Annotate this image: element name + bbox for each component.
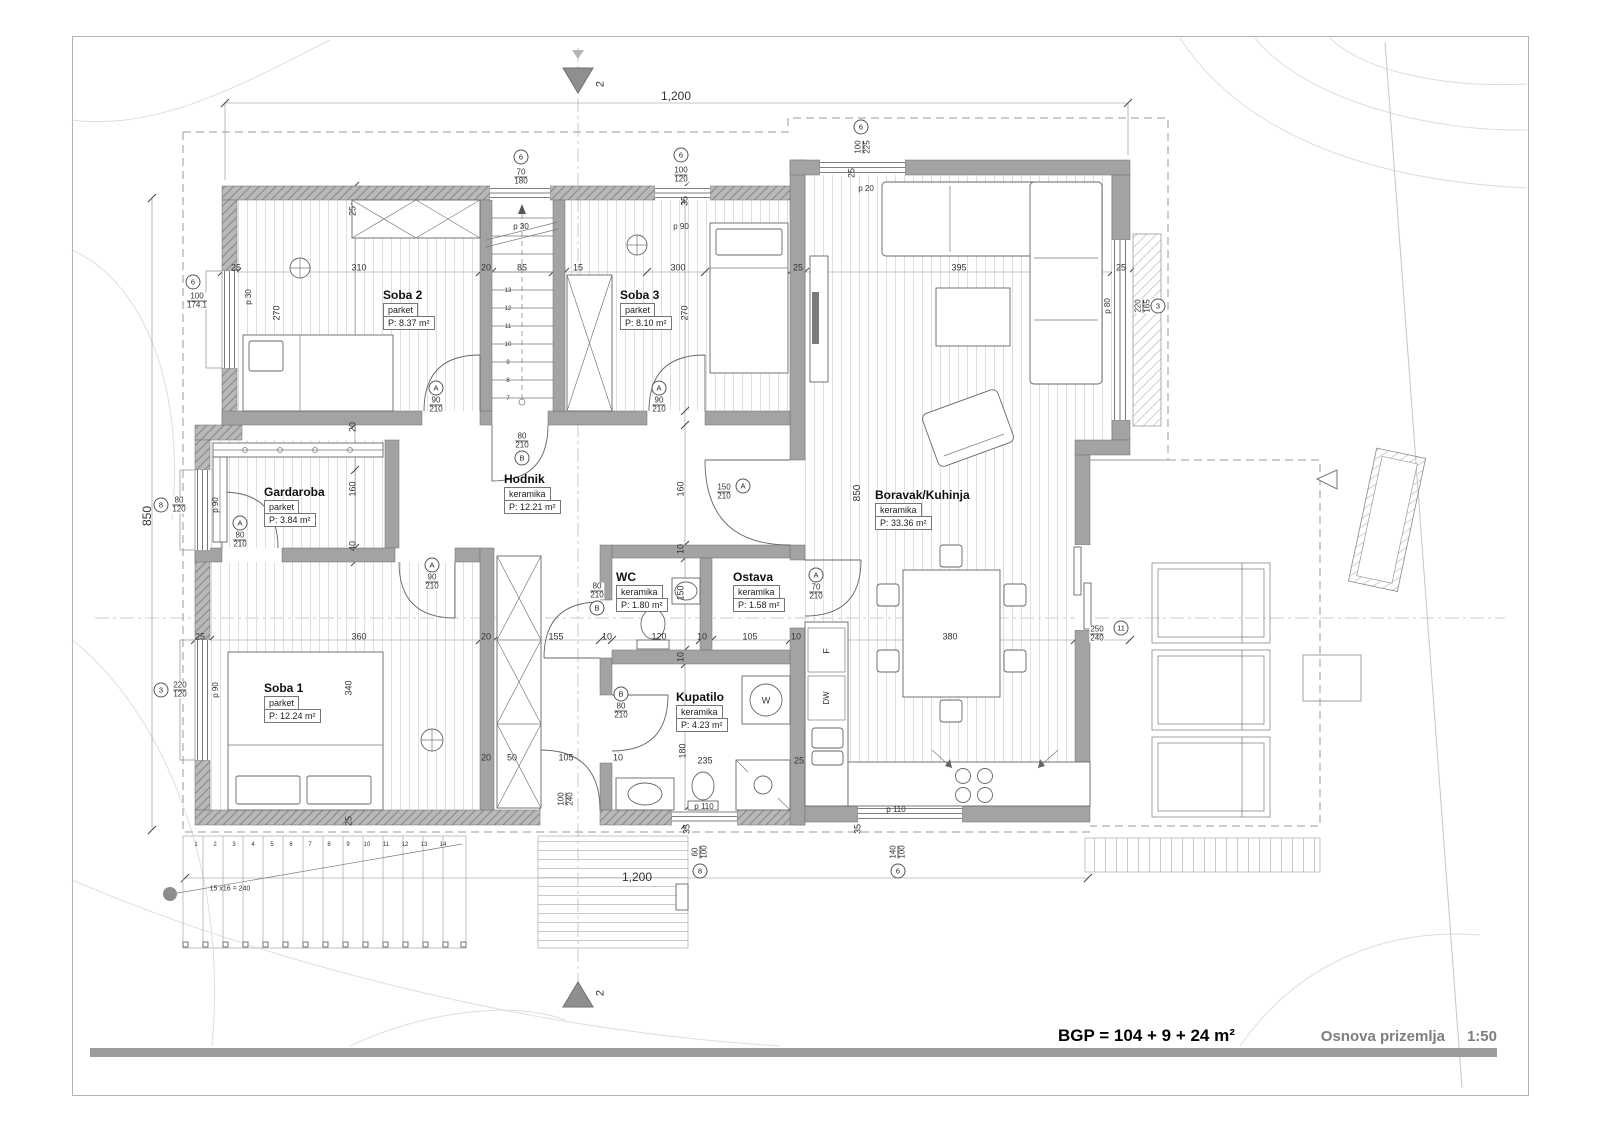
terrace-loungers	[1151, 562, 1271, 818]
internal-stair	[485, 204, 559, 406]
section-markers	[562, 50, 594, 1008]
area-summary: BGP = 104 + 9 + 24 m²	[1058, 1026, 1235, 1045]
drawing-title: Osnova prizemlja	[1320, 1028, 1445, 1045]
walls-exterior	[194, 185, 806, 826]
planter	[1347, 447, 1427, 592]
roof-outline	[182, 117, 1321, 833]
site-contours	[71, 37, 1528, 1089]
furniture	[212, 181, 1103, 811]
titleblock-rule	[90, 1048, 1497, 1057]
drawing-scale: 1:50	[1466, 1028, 1497, 1045]
windows	[179, 160, 1162, 825]
walls-interior	[194, 159, 1131, 826]
stair-posts	[182, 941, 467, 948]
exterior-works	[163, 447, 1427, 949]
